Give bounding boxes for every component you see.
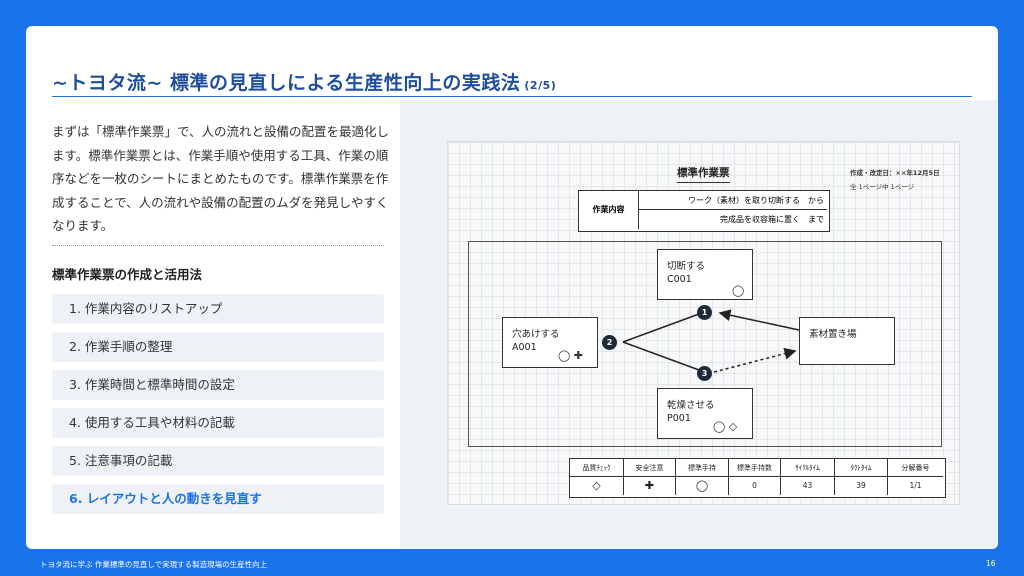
arrow-dry-to-material xyxy=(713,347,797,373)
standard-work-sheet: 標準作業票 作成・改定日：××年12月5日 全 1ページ中 1ページ 作業内容 … xyxy=(447,141,960,505)
footer-title: トヨタ流に学ぶ 作業標準の見直しで実現する製造現場の生産性向上 xyxy=(40,560,268,569)
work-content-table: 作業内容 ワーク（素材）を取り切断する から 完成品を収容箱に置く まで xyxy=(578,190,830,232)
summary-value-cycle-time: 43 xyxy=(781,477,835,495)
slide-title: ~トヨタ流~ 標準の見直しによる生産性向上の実践法(2/5) xyxy=(52,68,556,95)
summary-header-quality: 品質ﾁｪｯｸ xyxy=(570,459,624,477)
work-content-from: ワーク（素材）を取り切断する から xyxy=(639,191,827,210)
step-badge-3: 3 xyxy=(697,366,712,381)
summary-value-safety: ✚ xyxy=(624,477,676,495)
step-item-5: 5. 注意事項の記載 xyxy=(52,446,384,476)
summary-header-cycle-time: ｻｲｸﾙﾀｲﾑ xyxy=(781,459,835,477)
flow-arrows xyxy=(622,309,800,373)
step-badge-1: 1 xyxy=(697,305,712,320)
work-content-to: 完成品を収容箱に置く まで xyxy=(720,215,824,224)
title-underline xyxy=(52,96,972,97)
step-item-6-active: 6. レイアウトと人の動きを見直す xyxy=(52,484,384,514)
node-material: 素材置き場 xyxy=(799,317,895,365)
arrow-drill-to-dry xyxy=(622,341,700,371)
node-dry-name: 乾燥させる xyxy=(667,400,715,411)
footer-page-number: 16 xyxy=(986,559,996,568)
node-cut: 切断する C001 ◯ xyxy=(657,249,753,300)
sheet-date: 作成・改定日：××年12月5日 xyxy=(850,169,940,177)
summary-value-standard-stock: ◯ xyxy=(676,477,729,495)
node-drill-name: 穴あけする xyxy=(512,329,560,340)
arrow-drill-to-cut xyxy=(622,313,700,343)
summary-table: 品質ﾁｪｯｸ 安全注意 標準手持 標準手持数 ｻｲｸﾙﾀｲﾑ ﾀｸﾄﾀｲﾑ 分解… xyxy=(569,458,946,498)
node-cut-name: 切断する xyxy=(667,261,706,272)
summary-value-takt-time: 39 xyxy=(835,477,888,495)
intro-text: まずは「標準作業票」で、人の流れと設備の配置を最適化します。標準作業票とは、作業… xyxy=(52,124,390,233)
node-cut-symbols: ◯ xyxy=(732,284,745,297)
step-item-4: 4. 使用する工具や材料の記載 xyxy=(52,408,384,438)
node-drill-symbols: ◯ ✚ xyxy=(558,349,584,362)
slide-title-text: ~トヨタ流~ 標準の見直しによる生産性向上の実践法 xyxy=(52,72,521,94)
step-item-3: 3. 作業時間と標準時間の設定 xyxy=(52,370,384,400)
summary-header-takt-time: ﾀｸﾄﾀｲﾑ xyxy=(835,459,888,477)
summary-value-quality: ◇ xyxy=(570,477,624,495)
arrow-material-to-cut xyxy=(718,309,800,331)
summary-header-stock-count: 標準手持数 xyxy=(729,459,781,477)
step-item-1: 1. 作業内容のリストアップ xyxy=(52,294,384,324)
divider xyxy=(52,245,384,246)
summary-header-standard-stock: 標準手持 xyxy=(676,459,729,477)
node-material-name: 素材置き場 xyxy=(809,329,857,340)
node-drill: 穴あけする A001 ◯ ✚ xyxy=(502,317,598,368)
summary-header-breakdown-no: 分解番号 xyxy=(888,459,943,477)
node-drill-code: A001 xyxy=(512,342,537,353)
sheet-title: 標準作業票 xyxy=(677,165,730,183)
sheet-page-count: 全 1ページ中 1ページ xyxy=(850,183,915,191)
work-content-label: 作業内容 xyxy=(579,191,639,229)
section-title: 標準作業票の作成と活用法 xyxy=(52,267,203,282)
node-dry-symbols: ◯ ◇ xyxy=(713,420,738,433)
summary-header-safety: 安全注意 xyxy=(624,459,676,477)
step-item-2: 2. 作業手順の整理 xyxy=(52,332,384,362)
slide-page-indicator: (2/5) xyxy=(524,79,557,92)
step-badge-2: 2 xyxy=(602,335,617,350)
summary-value-stock-count: 0 xyxy=(729,477,781,495)
node-cut-code: C001 xyxy=(667,274,692,285)
layout-diagram: 切断する C001 ◯ 穴あけする A001 ◯ ✚ 乾燥させる P001 ◯ … xyxy=(468,241,942,447)
node-dry: 乾燥させる P001 ◯ ◇ xyxy=(657,388,753,439)
node-dry-code: P001 xyxy=(667,413,691,424)
summary-value-breakdown-no: 1/1 xyxy=(909,481,922,490)
